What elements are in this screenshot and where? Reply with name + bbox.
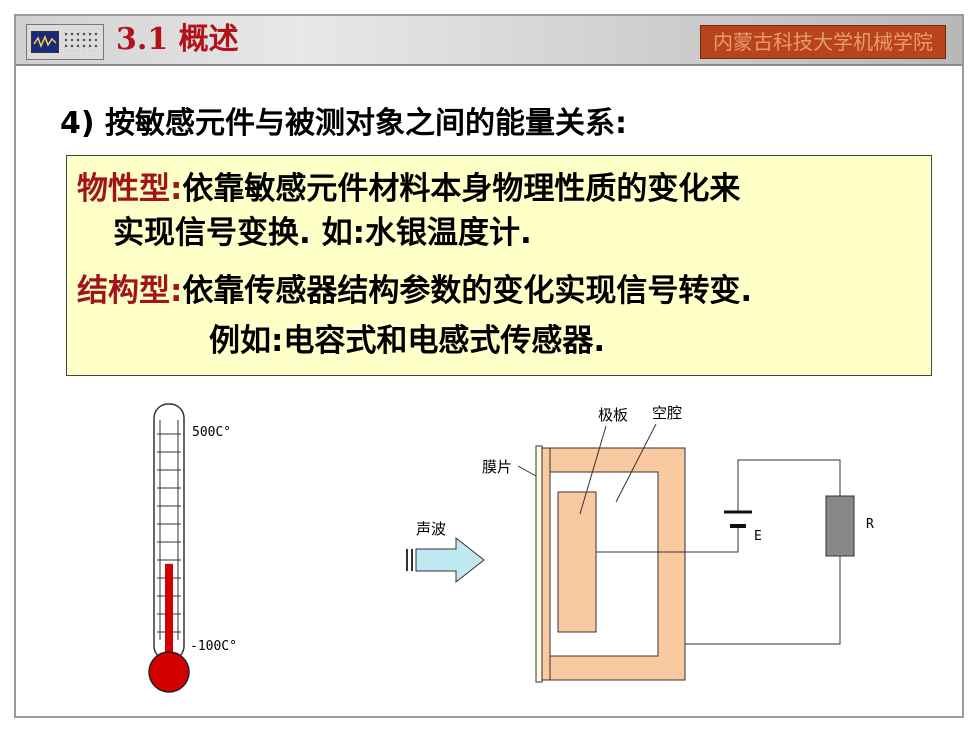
- term-structural: 结构型:: [77, 273, 183, 309]
- desc-structural-1: 依靠传感器结构参数的变化实现信号转变.: [182, 273, 753, 309]
- term-physical: 物性型:: [77, 171, 183, 207]
- instrument-logo-icon: [26, 24, 104, 60]
- thermometer-scale: [157, 420, 181, 640]
- definition-box: 物性型:依靠敏感元件材料本身物理性质的变化来 实现信号变换. 如:水银温度计. …: [66, 155, 932, 376]
- sound-label: 声波: [416, 520, 446, 538]
- plate-label: 极板: [598, 406, 628, 424]
- thermometer-figure: 500C° -100C°: [120, 390, 280, 714]
- resistor-symbol: [825, 495, 855, 557]
- definition-structural-line1: 结构型:依靠传感器结构参数的变化实现信号转变.: [77, 270, 752, 312]
- resistor-label: R: [866, 517, 874, 532]
- definition-physical-line1: 物性型:依靠敏感元件材料本身物理性质的变化来: [77, 168, 740, 210]
- battery-label: E: [754, 529, 762, 544]
- mercury-bulb: [148, 651, 190, 693]
- mercury-column: [165, 563, 173, 652]
- definition-structural-line2: 例如:电容式和电感式传感器.: [209, 323, 606, 359]
- section-heading: 4) 按敏感元件与被测对象之间的能量关系:: [60, 106, 628, 141]
- electrode-plate: [557, 491, 597, 633]
- title-bar: 3.1 概述 内蒙古科技大学机械学院: [16, 16, 962, 66]
- thermometer-bottom-label: -100C°: [190, 639, 237, 654]
- sound-wave-arrow-icon: [406, 536, 485, 584]
- definition-physical-line2: 实现信号变换. 如:水银温度计.: [113, 215, 532, 251]
- membrane: [535, 445, 543, 683]
- cavity-label: 空腔: [652, 404, 682, 422]
- thermometer-top-label: 500C°: [192, 425, 231, 440]
- capacitive-sensor-diagram: E R 声波 膜片 极板 空腔: [390, 392, 910, 696]
- circuit-wires: [596, 459, 841, 645]
- membrane-label: 膜片: [482, 458, 512, 476]
- desc-physical-1: 依靠敏感元件材料本身物理性质的变化来: [182, 171, 741, 207]
- battery-symbol: [724, 510, 752, 528]
- school-badge: 内蒙古科技大学机械学院: [700, 25, 946, 59]
- slide-title: 3.1 概述: [116, 22, 239, 57]
